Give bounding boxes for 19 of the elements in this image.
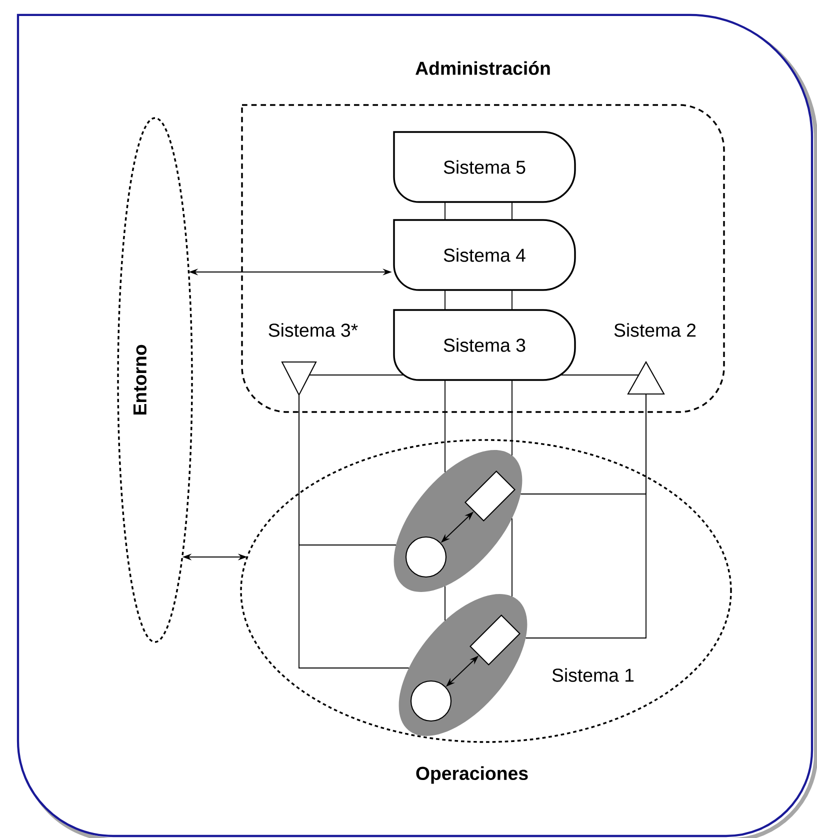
connector-line xyxy=(444,202,446,220)
connector-line xyxy=(560,374,640,376)
region-title: Administración xyxy=(416,61,550,75)
small-circle xyxy=(405,536,447,578)
process-box: Sistema 3 xyxy=(393,309,576,381)
connector-line xyxy=(444,380,446,473)
connector-line xyxy=(308,374,404,376)
connector-line xyxy=(444,290,446,310)
system-label: Sistema 1 xyxy=(552,668,634,682)
small-circle xyxy=(410,680,452,722)
region-title: Entorno xyxy=(134,344,147,414)
connector-line xyxy=(444,586,446,621)
connector-line xyxy=(525,394,646,638)
process-box: Sistema 4 xyxy=(393,219,576,291)
connector-line xyxy=(298,394,410,668)
triangle-label: Sistema 3* xyxy=(268,323,358,337)
region-title: Operaciones xyxy=(416,766,528,784)
triangle-label: Sistema 2 xyxy=(614,323,696,337)
process-box: Sistema 5 xyxy=(393,131,576,203)
